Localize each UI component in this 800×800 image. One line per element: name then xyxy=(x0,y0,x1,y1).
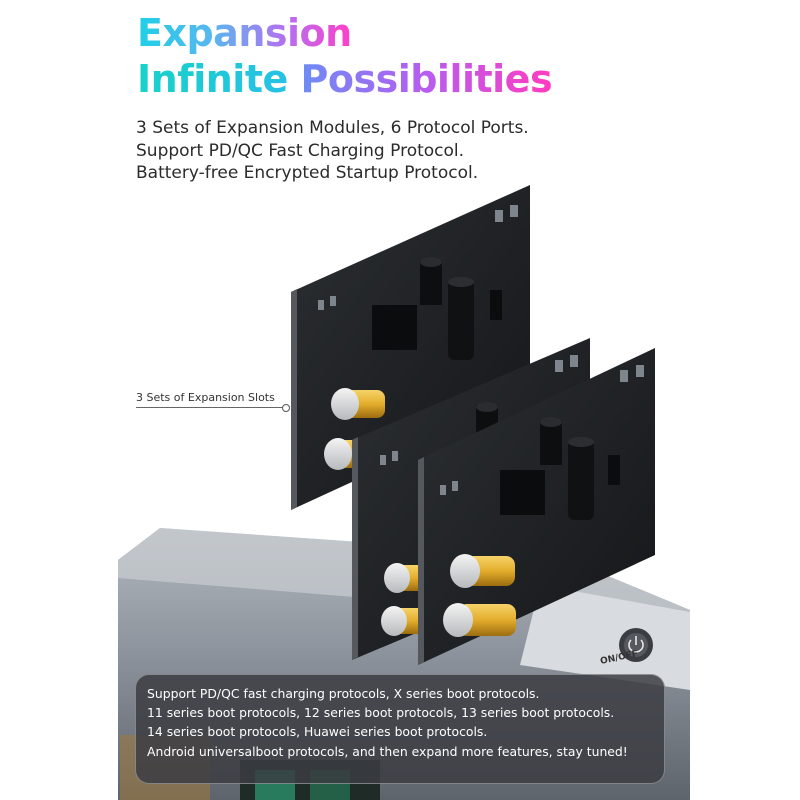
intro-line-2: Support PD/QC Fast Charging Protocol. xyxy=(136,140,465,161)
headline-line-2: Infinite Possibilities xyxy=(137,56,553,102)
intro-text: 3 Sets of Expansion Modules, 6 Protocol … xyxy=(136,117,529,185)
feature-list-box: Support PD/QC fast charging protocols, X… xyxy=(135,674,665,784)
feature-line-1: Support PD/QC fast charging protocols, X… xyxy=(147,686,540,701)
feature-line-2: 11 series boot protocols, 12 series boot… xyxy=(147,705,615,721)
expansion-slots-callout: 3 Sets of Expansion Slots xyxy=(136,391,275,404)
headline-line-1: Expansion xyxy=(137,10,352,56)
intro-line-1: 3 Sets of Expansion Modules, 6 Protocol … xyxy=(136,118,529,138)
callout-pointer-dot xyxy=(282,404,290,412)
feature-line-3: 14 series boot protocols, Huawei series … xyxy=(147,724,488,740)
expansion-board-3 xyxy=(418,348,655,665)
headline-possibilities: Possibilities xyxy=(300,57,553,101)
feature-line-4: Android universalboot protocols, and the… xyxy=(147,743,628,759)
power-button[interactable] xyxy=(619,628,653,662)
headline-expansion: Expansion xyxy=(137,11,352,55)
headline-infinite: Infinite xyxy=(137,57,301,101)
intro-line-3: Battery-free Encrypted Startup Protocol. xyxy=(136,163,479,183)
callout-leader-line xyxy=(136,407,284,408)
